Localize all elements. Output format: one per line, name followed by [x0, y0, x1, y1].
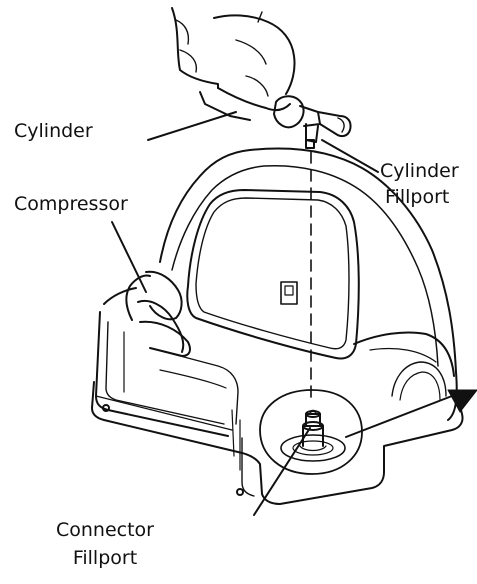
cylinder-fillport-leader	[321, 139, 379, 173]
connector-fillport-label-line1: Connector	[56, 519, 154, 541]
leader-lines	[111, 111, 477, 516]
connector-fillport-leader	[253, 427, 311, 516]
arrow-pointer-line	[345, 395, 453, 438]
cylinder-leader	[147, 111, 237, 141]
connector-fillport-detail	[259, 389, 363, 475]
cylinder-label: Cylinder	[14, 120, 93, 142]
cylinder-fillport-label-line2: Fillport	[385, 186, 450, 208]
arrow-head-icon	[447, 389, 477, 413]
cylinder-valve	[273, 95, 352, 149]
cylinder-fillport-label-line1: Cylinder	[380, 160, 459, 182]
compressor-body	[91, 147, 464, 505]
hand-illustration	[171, 7, 296, 121]
compressor-leader	[111, 221, 147, 293]
compressor-label: Compressor	[14, 193, 128, 215]
connector-fillport-label-line2: Fillport	[72, 547, 138, 569]
